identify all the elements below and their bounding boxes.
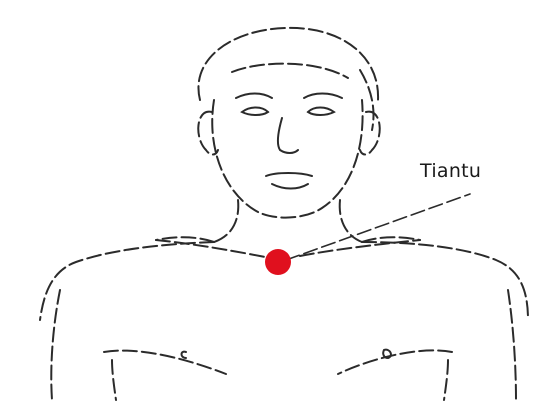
tiantu-label: Tiantu xyxy=(420,160,481,182)
tiantu-point-marker xyxy=(265,249,291,275)
